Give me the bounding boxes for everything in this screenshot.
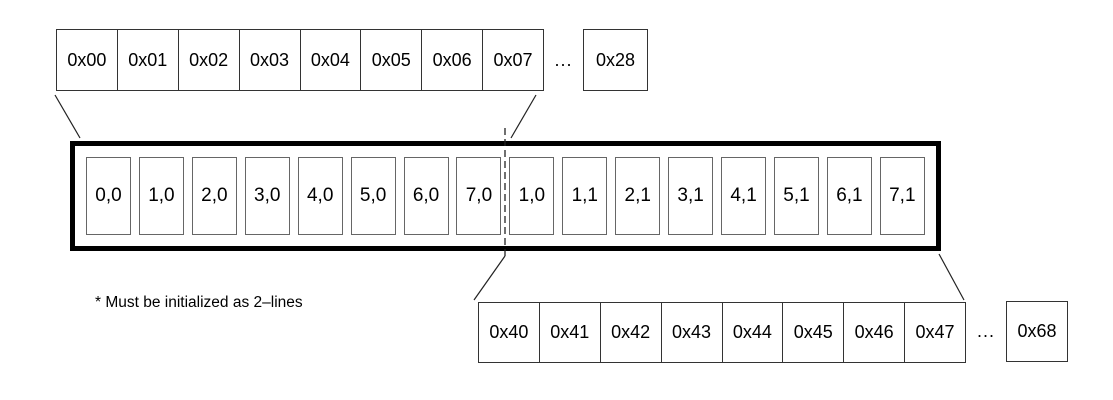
memory-address-cell: 0x05 xyxy=(361,30,423,90)
cache-word-cell: 0,0 xyxy=(86,157,131,235)
top-row-ellipsis: ... xyxy=(554,49,573,70)
memory-address-cell: 0x06 xyxy=(422,30,484,90)
memory-address-cell: 0x40 xyxy=(479,303,540,362)
cache-word-cell: 7,0 xyxy=(456,157,502,235)
cache-word-cell: 4,1 xyxy=(721,157,767,235)
connector-top-left-line xyxy=(54,94,81,139)
cache-word-cell: 1,0 xyxy=(138,157,184,235)
connector-bottom-left-line xyxy=(473,255,506,301)
cache-word-cell: 5,0 xyxy=(350,157,396,235)
memory-address-cell: 0x46 xyxy=(844,303,906,362)
memory-address-cell: 0x45 xyxy=(783,303,845,362)
cache-word-cell: 1,0 xyxy=(509,157,555,235)
top-detached-address-cell: 0x28 xyxy=(583,29,648,91)
memory-address-cell: 0x02 xyxy=(179,30,240,90)
cache-word-cell: 1,1 xyxy=(562,157,608,235)
memory-address-cell: 0x07 xyxy=(493,49,533,70)
cache-word-cell: 3,1 xyxy=(668,157,714,235)
cache-word-cell: 4,0 xyxy=(297,157,343,235)
cache-word-cell: 2,1 xyxy=(615,157,661,235)
cache-word-cell: 7,1 xyxy=(879,157,925,235)
memory-address-cell: 0x43 xyxy=(662,303,723,362)
memory-address-cell: 0x47 xyxy=(915,322,955,342)
memory-address-cell: 0x41 xyxy=(540,303,601,362)
memory-address-cell: 0x01 xyxy=(118,30,179,90)
cache-line-box: 0,0 1,0 2,0 3,0 4,0 5,0 6,0 7,0 1,0 1,1 … xyxy=(70,141,941,251)
cache-word-cell: 2,0 xyxy=(191,157,237,235)
cache-word-cell: 6,0 xyxy=(403,157,449,235)
cache-word-cell: 5,1 xyxy=(773,157,819,235)
memory-address-cell: 0x44 xyxy=(723,303,784,362)
bottom-detached-address-cell: 0x68 xyxy=(1006,301,1068,362)
bottom-memory-address-row: 0x40 0x41 0x42 0x43 0x44 0x45 0x46 0x47 xyxy=(478,302,966,363)
memory-address-cell: 0x03 xyxy=(240,30,301,90)
top-memory-address-row: 0x00 0x01 0x02 0x03 0x04 0x05 0x06 0x07 xyxy=(56,29,544,91)
cache-word-cell: 3,0 xyxy=(244,157,290,235)
footnote-text: * Must be initialized as 2–lines xyxy=(95,294,303,311)
connector-top-right-line xyxy=(510,94,537,139)
cache-word-cell: 6,1 xyxy=(826,157,872,235)
bottom-row-ellipsis: ... xyxy=(976,321,995,341)
memory-address-cell: 0x00 xyxy=(57,30,118,90)
memory-address-cell: 0x04 xyxy=(301,30,362,90)
memory-address-cell: 0x42 xyxy=(601,303,662,362)
connector-bottom-right-line xyxy=(938,253,965,301)
cache-line-cells: 0,0 1,0 2,0 3,0 4,0 5,0 6,0 7,0 1,0 1,1 … xyxy=(75,146,936,246)
